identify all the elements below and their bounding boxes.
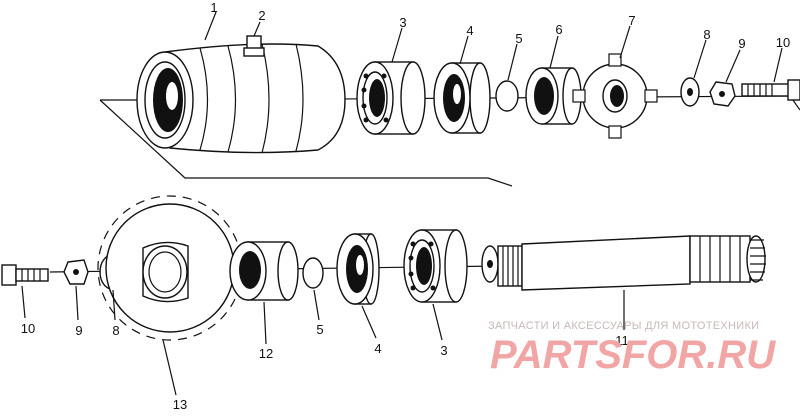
callout-8: 8 bbox=[703, 27, 710, 42]
part-race-top bbox=[433, 62, 491, 134]
watermark-tagline: ЗАПЧАСТИ И АКСЕССУАРЫ ДЛЯ МОТОТЕХНИКИ bbox=[488, 320, 759, 332]
part-sprocket-small bbox=[572, 53, 658, 139]
callout-10-bottom: 10 bbox=[21, 321, 35, 336]
leader-lines bbox=[21, 11, 783, 396]
callout-4-bottom: 4 bbox=[374, 341, 381, 356]
part-lockwasher-top bbox=[709, 81, 736, 107]
callout-9-bottom: 9 bbox=[75, 323, 82, 338]
part-lockwasher-bottom bbox=[63, 259, 89, 285]
part-bolt-bottom bbox=[1, 264, 49, 286]
callout-3: 3 bbox=[399, 15, 406, 30]
part-shaft bbox=[481, 235, 766, 291]
part-housing bbox=[136, 35, 346, 154]
part-bearing-bottom bbox=[403, 229, 468, 303]
callout-7: 7 bbox=[628, 13, 635, 28]
callout-6: 6 bbox=[555, 22, 562, 37]
part-washer-top bbox=[680, 77, 700, 107]
callout-11-bottom: 11 bbox=[615, 333, 629, 348]
frame-line bbox=[99, 99, 513, 187]
part-bearing-top bbox=[356, 61, 426, 135]
callout-8-bottom: 8 bbox=[112, 323, 119, 338]
watermark: ЗАПЧАСТИ И АКСЕССУАРЫ ДЛЯ МОТОТЕХНИКИ PA… bbox=[488, 320, 776, 377]
part-bolt-top bbox=[741, 79, 800, 101]
callout-13-bottom: 13 bbox=[173, 397, 187, 412]
part-sprocket-large bbox=[97, 195, 243, 341]
callout-9: 9 bbox=[738, 36, 745, 51]
part-race-bottom bbox=[336, 233, 380, 305]
callout-4: 4 bbox=[466, 23, 473, 38]
callout-2: 2 bbox=[258, 8, 265, 23]
part-oring-top bbox=[495, 80, 519, 112]
part-spacer-top bbox=[525, 67, 582, 125]
callout-10: 10 bbox=[776, 35, 790, 50]
watermark-brand: PARTSFOR.RU bbox=[490, 333, 776, 377]
callout-5: 5 bbox=[515, 31, 522, 46]
callout-5-bottom: 5 bbox=[316, 322, 323, 337]
part-spacer-bottom bbox=[229, 241, 299, 301]
callout-3-bottom: 3 bbox=[440, 343, 447, 358]
callout-1: 1 bbox=[210, 0, 217, 15]
callout-12-bottom: 12 bbox=[259, 346, 273, 361]
callout-labels: 1 2 3 4 5 6 7 8 9 10 10 9 8 12 5 4 3 11 … bbox=[21, 0, 790, 412]
part-oring-bottom bbox=[302, 257, 324, 289]
